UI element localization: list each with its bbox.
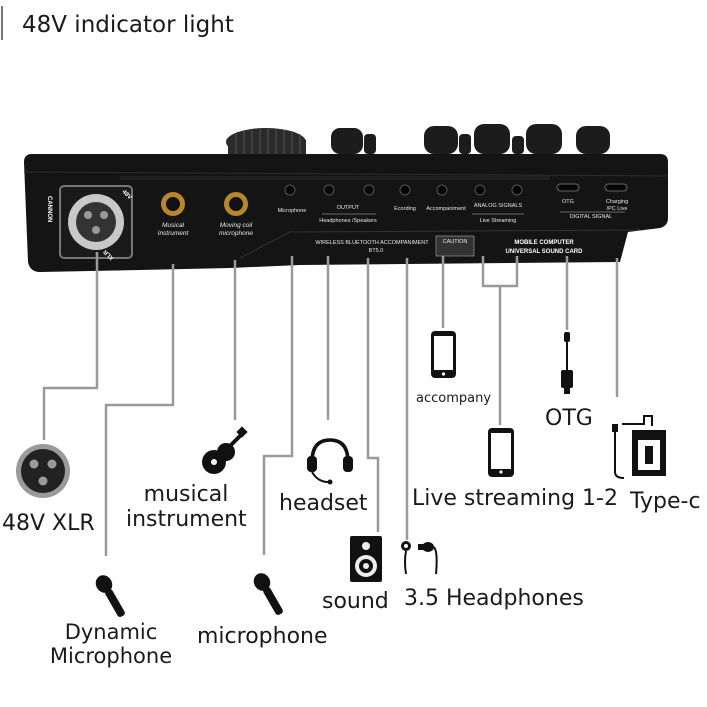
label-48v-xlr: 48V XLR <box>2 511 95 536</box>
panel-moving-coil-text: Moving coil <box>220 222 253 229</box>
otg-cable-icon <box>561 332 573 394</box>
label-otg: OTG <box>545 406 593 431</box>
label-type-c: Type-c <box>630 489 701 514</box>
label-musical-line1: musical <box>143 482 229 507</box>
panel-headphones-speakers-text: Headphones /Speakers <box>319 218 377 224</box>
label-live-streaming: Live streaming 1-2 <box>412 486 618 511</box>
label-headset: headset <box>279 491 368 516</box>
panel-output-text: OUTPUT <box>337 205 360 211</box>
xlr-48v-text: 48V <box>121 189 133 201</box>
phone-icon <box>431 331 456 378</box>
panel-live-streaming-text: Live Streaming <box>480 218 517 224</box>
microphone-icon <box>95 575 125 617</box>
xlr-port <box>59 185 133 259</box>
panel-bt-text: BT5.0 <box>369 248 384 254</box>
label-dynamic-line1: Dynamic <box>64 620 158 644</box>
sound-card-panel <box>23 154 669 272</box>
panel-microphone-text: Microphone <box>278 208 307 214</box>
label-accompany: accompany <box>416 391 492 406</box>
label-microphone: microphone <box>197 624 328 649</box>
panel-microphone-text-2: microphone <box>219 230 253 237</box>
panel-wireless-text: WIRELESS BLUETOOTH ACCOMPANIMENT <box>315 240 429 246</box>
panel-charging-text: Charging <box>606 199 628 205</box>
panel-analog-text: ANALOG SIGNALS <box>474 203 523 209</box>
guitar-icon <box>202 426 248 474</box>
otg-port <box>556 183 580 192</box>
panel-universal-text: UNIVERSAL SOUND CARD <box>506 249 584 255</box>
moving-coil-jack <box>224 192 248 216</box>
headset-icon <box>307 438 353 485</box>
panel-instrument-text: Instrument <box>158 230 190 237</box>
label-35-headphones: 3.5 Headphones <box>404 586 584 611</box>
label-dynamic-microphone: Dynamic Microphone <box>46 620 176 668</box>
panel-mobile-computer-text: MOBILE COMPUTER <box>514 240 574 246</box>
label-musical-line2: instrument <box>126 507 247 533</box>
microphone-icon <box>253 573 283 615</box>
phone-icon <box>488 428 514 477</box>
panel-accompaniment-text: Accompaniment <box>426 206 466 212</box>
instrument-jack <box>161 192 185 216</box>
label-dynamic-line2: Microphone <box>49 644 173 669</box>
xlr-connector-icon <box>16 444 70 498</box>
panel-pclive-text: /PC Live <box>607 206 628 212</box>
speaker-icon <box>350 536 382 582</box>
panel-recording-text: Ecording <box>394 206 416 212</box>
knobs <box>226 124 610 156</box>
typec-charger-icon <box>612 415 666 479</box>
panel-caution-text: CAUTION <box>443 239 468 245</box>
caution-box <box>435 235 475 257</box>
small-jacks <box>284 184 523 196</box>
panel-musical-text: Musical <box>162 222 185 229</box>
label-musical-instrument: musical instrument <box>126 482 247 533</box>
connector-lines <box>42 252 619 556</box>
page-title: 48V indicator light <box>22 12 234 38</box>
xlr-brand-text: CANNON <box>46 196 52 222</box>
label-sound: sound <box>322 589 389 614</box>
typec-port <box>604 183 628 192</box>
earphones-icon <box>401 541 438 575</box>
panel-otg-text: OTG <box>562 199 574 205</box>
panel-digital-text: DIGITAL SIGNAL <box>570 214 612 220</box>
